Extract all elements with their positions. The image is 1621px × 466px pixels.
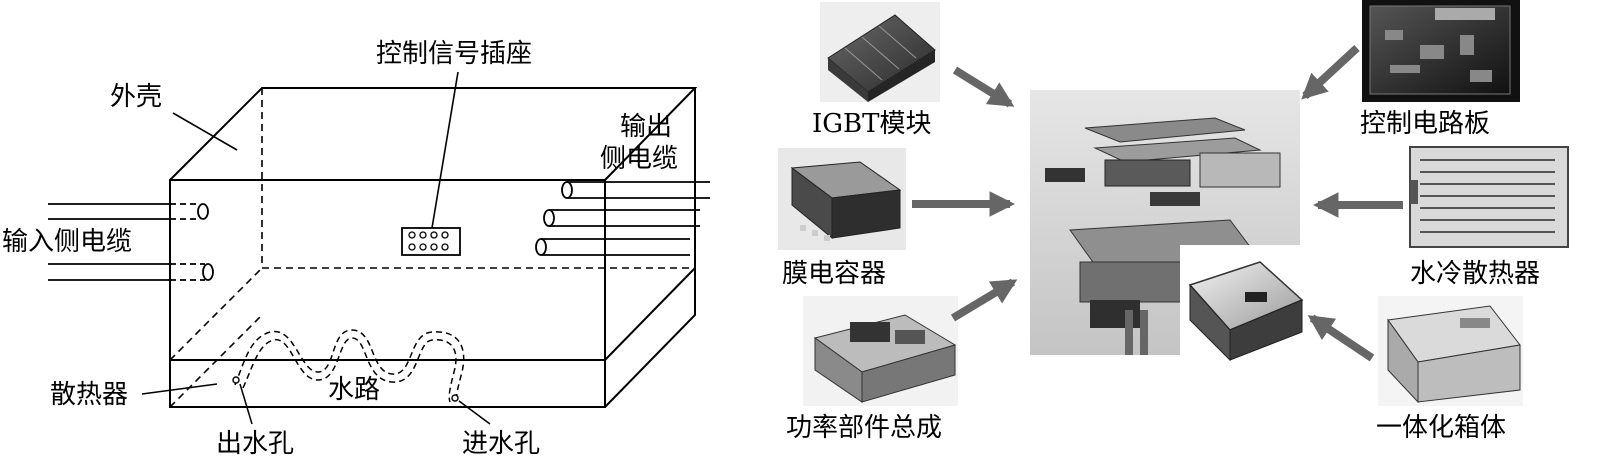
heatsink-label: 散热器 bbox=[50, 380, 128, 410]
integrated-enclosure-photo bbox=[1180, 245, 1304, 362]
box-front-face bbox=[169, 179, 606, 408]
power-assembly-arrow bbox=[950, 278, 1018, 322]
enclosure-photo bbox=[1378, 296, 1523, 406]
control-board-label: 控制电路板 bbox=[1360, 109, 1490, 139]
water-outlet-leader bbox=[239, 383, 253, 425]
output-cables bbox=[535, 181, 710, 256]
enclosure-arrow bbox=[1307, 314, 1375, 362]
hidden-edges bbox=[169, 88, 695, 361]
enclosure-label: 一体化箱体 bbox=[1376, 413, 1506, 443]
heatsink-divider-right bbox=[604, 267, 696, 361]
control-board-photo bbox=[1362, 0, 1520, 102]
box-top-face bbox=[169, 87, 698, 181]
water-inlet-hole bbox=[451, 394, 459, 402]
control-board-arrow bbox=[1301, 45, 1360, 100]
igbt-module-photo bbox=[820, 2, 940, 102]
housing-label: 外壳 bbox=[110, 82, 162, 112]
water-path bbox=[234, 329, 465, 403]
power-assembly-label: 功率部件总成 bbox=[786, 413, 942, 443]
water-path-label: 水路 bbox=[328, 375, 380, 405]
output-cable-label-line1: 输出 bbox=[620, 112, 672, 142]
input-cables bbox=[48, 203, 214, 281]
housing-leader bbox=[172, 112, 238, 151]
water-inlet-leader bbox=[458, 400, 491, 425]
water-cooled-heatsink-label: 水冷散热器 bbox=[1410, 259, 1540, 289]
heatsink-bottom-hidden bbox=[169, 314, 263, 408]
inverter-box-schematic bbox=[169, 87, 698, 408]
control-socket-leader bbox=[431, 71, 459, 229]
power-assembly-photo bbox=[803, 296, 958, 406]
input-cable-label: 输入侧电缆 bbox=[2, 227, 132, 257]
control-socket bbox=[401, 227, 461, 256]
water-outlet-label: 出水孔 bbox=[216, 429, 294, 459]
igbt-module-label: IGBT模块 bbox=[812, 109, 932, 139]
heatsink-leader bbox=[141, 383, 218, 395]
water-outlet-hole bbox=[232, 376, 240, 384]
igbt-arrow bbox=[952, 66, 1015, 108]
box-right-face bbox=[604, 88, 696, 408]
water-cooled-heatsink-photo bbox=[1409, 146, 1569, 248]
control-socket-label: 控制信号插座 bbox=[376, 39, 532, 69]
film-capacitor-photo bbox=[778, 148, 906, 250]
output-cable-label-line2: 侧电缆 bbox=[600, 144, 678, 174]
film-capacitor-label: 膜电容器 bbox=[782, 259, 886, 289]
water-inlet-label: 进水孔 bbox=[462, 429, 540, 459]
